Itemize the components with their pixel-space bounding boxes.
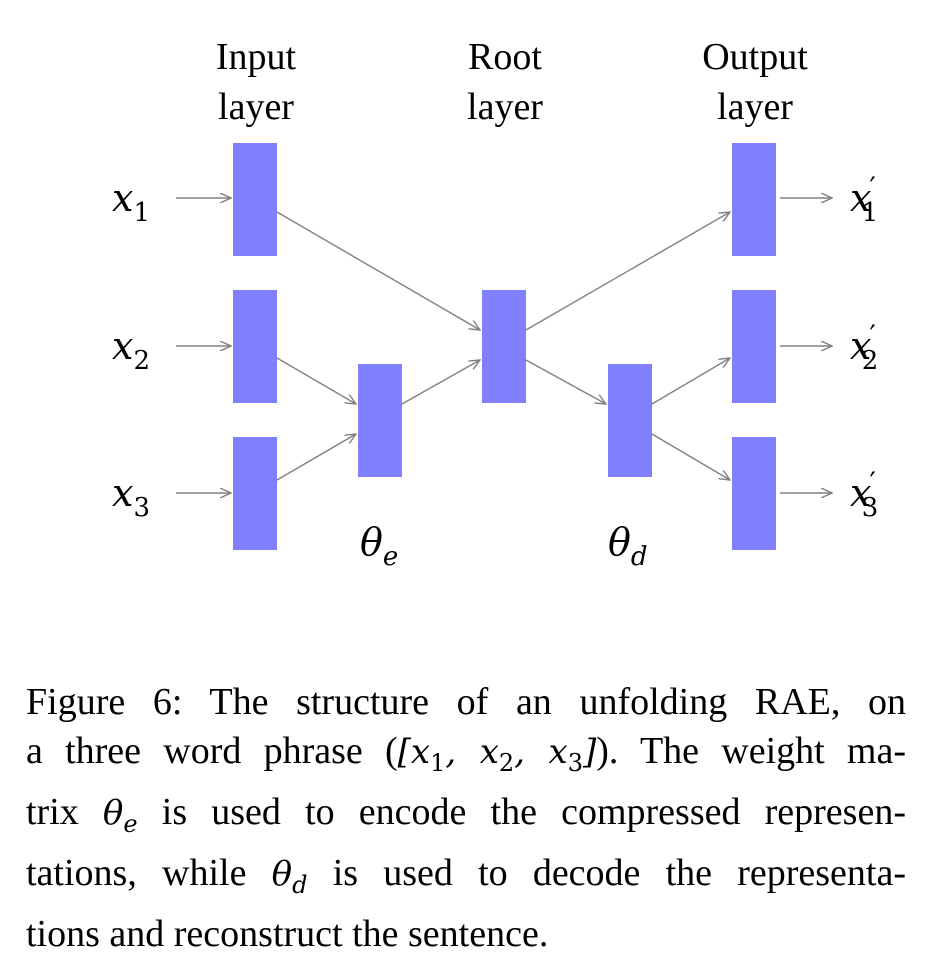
output-layer-header-line1: Output <box>702 36 808 78</box>
edge-enc-root <box>401 360 480 405</box>
node-out1 <box>732 143 776 256</box>
node-root <box>482 290 526 403</box>
input-layer-header-line2: layer <box>218 86 294 128</box>
edge-root-out1 <box>525 212 730 331</box>
output-label-x3-prime: x′3 <box>850 466 879 523</box>
encoder-weight-label: θe <box>360 520 399 572</box>
edge-root-dec <box>525 359 606 404</box>
output-label-x2-prime: x′2 <box>850 319 879 376</box>
node-dec <box>608 364 652 477</box>
decoder-weight-label: θd <box>608 520 648 572</box>
caption-line-2: a three word phrase ([x1, x2, x3]). The … <box>26 730 906 777</box>
input-layer-header: Input layer <box>146 32 366 132</box>
node-out3 <box>732 437 776 550</box>
root-layer-header-line2: layer <box>467 86 543 128</box>
node-in3 <box>233 437 277 550</box>
caption-line-4: tations, while θd is used to decode the … <box>26 852 906 899</box>
output-layer-header: Output layer <box>645 32 865 132</box>
caption-line-3: trix θe is used to encode the compressed… <box>26 791 906 838</box>
node-in1 <box>233 143 277 256</box>
input-label-x2: x2 <box>112 324 150 376</box>
caption-line-1: Figure 6: The structure of an unfolding … <box>26 681 906 723</box>
output-label-x1-prime: x′1 <box>850 171 879 228</box>
rae-diagram <box>176 143 928 550</box>
input-label-x3: x3 <box>112 471 150 523</box>
node-in2 <box>233 290 277 403</box>
figure-caption: Figure 6: The structure of an unfolding … <box>26 678 906 959</box>
node-enc <box>358 364 402 477</box>
edge-dec-out2 <box>651 358 730 405</box>
input-label-x1: x1 <box>112 176 150 228</box>
node-out2 <box>732 290 776 403</box>
root-layer-header: Root layer <box>395 32 615 132</box>
root-layer-header-line1: Root <box>468 36 542 78</box>
edge-dec-out3 <box>651 433 730 480</box>
input-layer-header-line1: Input <box>215 36 297 78</box>
output-layer-header-line2: layer <box>717 86 793 128</box>
edge-in2-enc <box>276 357 356 404</box>
caption-line-5: tions and reconstruct the sentence. <box>26 913 549 955</box>
edge-in3-enc <box>276 434 356 481</box>
edge-in1-root <box>276 211 480 330</box>
